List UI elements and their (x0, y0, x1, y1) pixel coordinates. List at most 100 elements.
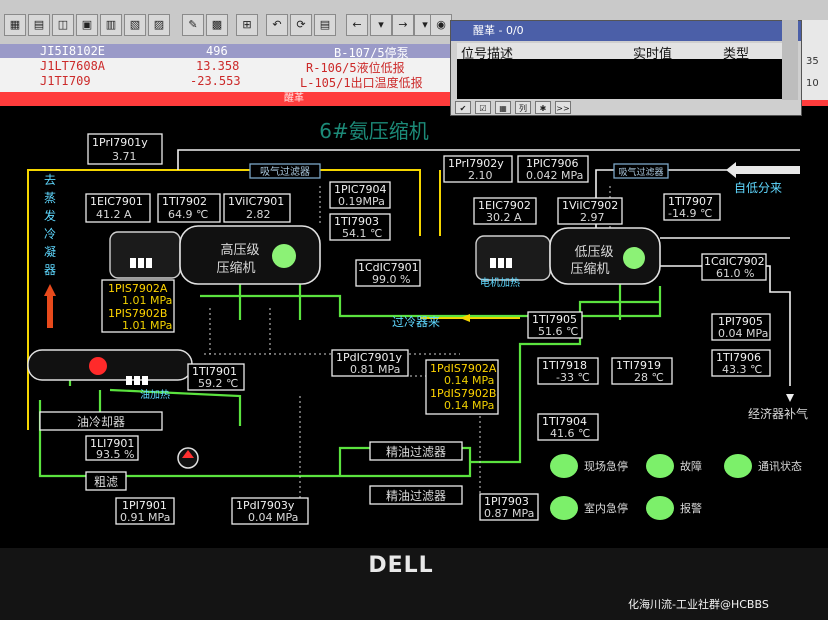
local-stop-indicator[interactable] (550, 454, 578, 478)
dropdown-icon[interactable]: ▾ (370, 14, 392, 36)
grid-icon[interactable]: ▦ (495, 101, 511, 114)
alarm-tag: JI5I8102E (40, 44, 106, 58)
alarm-bell-icon[interactable]: ◉ (430, 14, 452, 36)
svg-text:1.01 MPa: 1.01 MPa (122, 294, 172, 307)
coarse-filter-label: 粗滤 (94, 475, 118, 489)
checklist-icon[interactable]: ☑ (475, 101, 491, 114)
tool-button-8[interactable]: ✎ (182, 14, 204, 36)
refresh-icon[interactable]: ⟳ (290, 14, 312, 36)
inhale-filter-label: 吸气过滤器 (618, 166, 663, 178)
vertical-char: 凝 (44, 244, 56, 259)
popup-table-header: 位号描述 实时值 类型 (457, 43, 791, 62)
svg-text:93.5 %: 93.5 % (96, 448, 134, 461)
oil-heat-label: 油加热 (140, 388, 170, 401)
hp-compressor[interactable] (109, 225, 321, 285)
tool-button-2[interactable]: ▤ (28, 14, 50, 36)
svg-text:2.10: 2.10 (468, 169, 493, 182)
svg-text:41.6 ℃: 41.6 ℃ (550, 427, 590, 440)
vertical-char: 器 (44, 263, 56, 277)
tool-button-5[interactable]: ▥ (100, 14, 122, 36)
svg-text:1PI7905: 1PI7905 (718, 315, 763, 328)
lp-compressor[interactable] (475, 227, 661, 285)
tank-alarm-indicator (89, 357, 107, 375)
undo-icon[interactable]: ↶ (266, 14, 288, 36)
alarm-indicator[interactable] (646, 496, 674, 520)
svg-text:1TI7906: 1TI7906 (716, 351, 761, 364)
popup-title[interactable]: 醒革 - 0/0 (451, 21, 801, 41)
svg-text:1CdIC7901: 1CdIC7901 (358, 261, 419, 274)
tool-button-7[interactable]: ▨ (148, 14, 170, 36)
tool-button-6[interactable]: ▧ (124, 14, 146, 36)
fine-filter-1[interactable] (369, 441, 463, 461)
tool-button-1[interactable]: ▦ (4, 14, 26, 36)
oil-separator-tank[interactable] (27, 349, 193, 385)
subcooler-label: 过冷器来 (392, 315, 440, 329)
fault-indicator[interactable] (646, 454, 674, 478)
column-header-value[interactable]: 实时值 (633, 47, 673, 62)
settings-icon[interactable]: ✱ (535, 101, 551, 114)
svg-text:1LI7901: 1LI7901 (90, 437, 134, 450)
alarm-row[interactable]: JI5I8102E 496 B-107/5停泵 (0, 44, 450, 60)
back-arrow-icon[interactable]: ← (346, 14, 368, 36)
alarm-banner-text: 醒革 (284, 93, 304, 104)
hp-status-indicator (272, 244, 296, 268)
inhale-filter-hp[interactable] (249, 163, 321, 179)
column-header-desc[interactable]: 位号描述 (461, 47, 514, 62)
tag-1TI7918[interactable]: 1TI7918-33 ℃ (537, 357, 599, 385)
coarse-filter[interactable] (85, 471, 127, 491)
alarm-row[interactable]: J1LT7608A 13.358 R-106/5液位低报 (0, 59, 450, 75)
svg-text:2.97: 2.97 (580, 211, 605, 224)
inhale-filter-lp[interactable] (613, 163, 669, 179)
comm-indicator[interactable] (724, 454, 752, 478)
popup-table-body[interactable] (457, 59, 783, 99)
alarm-row[interactable]: J1TI709 -23.553 L-105/1出口温度低报 (0, 74, 450, 90)
side-strip: 35 10 (802, 20, 828, 100)
check-icon[interactable]: ✔ (455, 101, 471, 114)
tool-button-9[interactable]: ▩ (206, 14, 228, 36)
tool-button-10[interactable]: ⊞ (236, 14, 258, 36)
forward-arrow-icon[interactable]: → (392, 14, 414, 36)
economizer-label: 经济器补气 (748, 406, 808, 421)
watermark-text: 化海川流-工业社群@HCBBS (628, 598, 769, 611)
room-stop-indicator[interactable] (550, 496, 578, 520)
tool-button-3[interactable]: ◫ (52, 14, 74, 36)
popup-scrollbar[interactable] (782, 20, 798, 100)
label-from-low: 自低分来 (734, 181, 782, 195)
svg-text:1PdI7903y: 1PdI7903y (236, 499, 295, 512)
list-button[interactable]: 列 (515, 101, 531, 114)
tag-1TI7907[interactable]: 1TI7907-14.9 ℃ (663, 193, 721, 221)
more-button[interactable]: >> (555, 101, 571, 114)
oil-cooler[interactable] (39, 411, 163, 431)
fine-filter-2[interactable] (369, 485, 463, 505)
tool-button-4[interactable]: ▣ (76, 14, 98, 36)
svg-text:1TI7918: 1TI7918 (542, 359, 587, 372)
svg-text:0.14 MPa: 0.14 MPa (444, 374, 494, 387)
tool-button-13[interactable]: ▤ (314, 14, 336, 36)
column-header-type[interactable]: 类型 (723, 47, 750, 62)
